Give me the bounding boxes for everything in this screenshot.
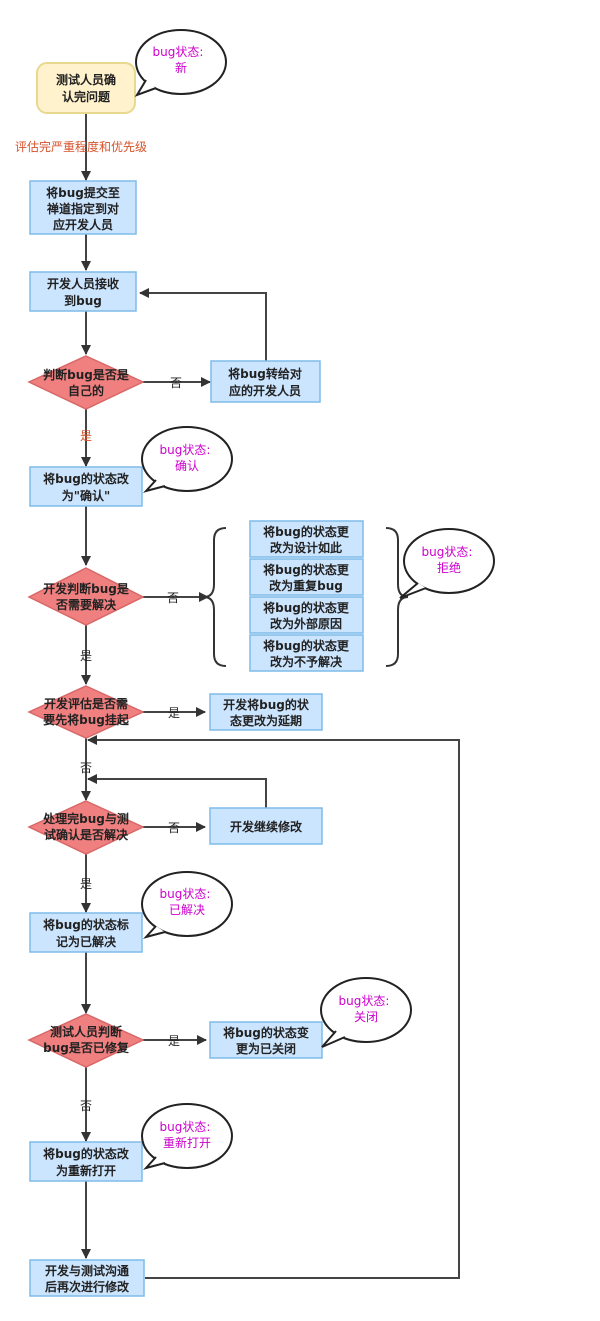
node-receive-line1: 开发人员接收 [47, 276, 119, 291]
callout-rejected-line1: bug状态: [422, 545, 473, 559]
edge-labels: 评估完严重程度和优先级 否 是 否 是 是 否 否 是 是 否 [15, 139, 182, 1113]
decision-fixed-line1: 处理完bug与测 [42, 811, 129, 826]
node-reject1-line1: 将bug的状态更 [263, 524, 350, 539]
decision-need-fix-line2: 否需要解决 [55, 597, 117, 612]
edge-label-yes: 是 [80, 429, 92, 443]
edge-communicate-loop [87, 735, 460, 1279]
decision-test-line2: bug是否已修复 [43, 1040, 130, 1055]
decision-need-fix: 开发判断bug是 否需要解决 [27, 567, 145, 626]
node-reject2-line1: 将bug的状态更 [263, 562, 350, 577]
node-receive-line2: 到bug [64, 293, 102, 308]
node-submit-line2: 禅道指定到对 [46, 201, 119, 216]
callout-reopened: bug状态: 重新打开 [141, 1103, 233, 1170]
node-reject1-line2: 改为设计如此 [270, 540, 342, 555]
node-delay: 开发将bug的状 态更改为延期 [209, 693, 323, 731]
callout-new-line2: 新 [175, 60, 187, 75]
node-confirm-line1: 将bug的状态改 [43, 471, 130, 486]
decision-suspend-line2: 要先将bug挂起 [43, 712, 130, 727]
callout-closed: bug状态: 关闭 [320, 977, 412, 1048]
node-start-line1: 测试人员确 [56, 72, 116, 87]
edge-label-yes: 是 [168, 1034, 180, 1048]
callout-confirmed-line2: 确认 [175, 459, 199, 473]
callout-confirmed-line1: bug状态: [160, 443, 211, 457]
node-reject4-line1: 将bug的状态更 [263, 638, 350, 653]
edge-label-yes: 是 [80, 877, 92, 891]
node-communicate-line2: 后再次进行修改 [45, 1279, 130, 1294]
decision-suspend: 开发评估是否需 要先将bug挂起 [27, 685, 145, 739]
edge-label-no: 否 [80, 761, 92, 775]
node-start-line2: 认完问题 [62, 89, 111, 104]
edge-label-yes: 是 [80, 649, 92, 663]
node-reject2-line2: 改为重复bug [269, 578, 343, 593]
node-transfer-line1: 将bug转给对 [228, 366, 302, 381]
node-reject3-line2: 改为外部原因 [270, 616, 342, 631]
callout-resolved: bug状态: 已解决 [141, 871, 233, 939]
node-submit-line1: 将bug提交至 [46, 185, 120, 200]
node-resolved-line1: 将bug的状态标 [43, 917, 129, 932]
node-start: 测试人员确 认完问题 [36, 62, 136, 114]
node-transfer: 将bug转给对 应的开发人员 [210, 360, 321, 403]
node-communicate: 开发与测试沟通 后再次进行修改 [29, 1259, 145, 1297]
edge-label-no: 否 [170, 376, 182, 390]
callout-rejected: bug状态: 拒绝 [399, 528, 495, 599]
node-confirm-line2: 为"确认" [62, 488, 111, 503]
node-submit-line3: 应开发人员 [53, 217, 113, 232]
edge-continue-fixed [87, 774, 267, 808]
edge-transfer-receive [139, 288, 267, 361]
node-communicate-line1: 开发与测试沟通 [45, 1263, 129, 1278]
decision-judge-own: 判断bug是否是 自己的 [27, 355, 145, 410]
node-reject-wontfix: 将bug的状态更 改为不予解决 [249, 634, 364, 672]
callout-reopened-line2: 重新打开 [163, 1135, 211, 1150]
node-reject-external: 将bug的状态更 改为外部原因 [249, 596, 364, 634]
callout-closed-line2: 关闭 [354, 1010, 378, 1024]
edge-label-no: 否 [80, 1099, 92, 1113]
decision-need-fix-line1: 开发判断bug是 [43, 581, 130, 596]
callout-new-line1: bug状态: [153, 45, 204, 59]
node-reopen: 将bug的状态改 为重新打开 [29, 1141, 143, 1182]
edge-label-no: 否 [167, 591, 179, 605]
decision-suspend-line1: 开发评估是否需 [44, 696, 128, 711]
decision-judge-own-line1: 判断bug是否是 [43, 367, 130, 382]
callout-rejected-line2: 拒绝 [437, 560, 461, 575]
edge-label-no: 否 [168, 821, 180, 835]
decision-test: 测试人员判断 bug是否已修复 [27, 1013, 145, 1068]
node-resolved-line2: 记为已解决 [56, 934, 117, 949]
right-brace [385, 527, 409, 667]
node-reject-designed: 将bug的状态更 改为设计如此 [249, 520, 364, 558]
node-resolved: 将bug的状态标 记为已解决 [29, 912, 143, 953]
node-reject3-line1: 将bug的状态更 [263, 600, 350, 615]
node-closed: 将bug的状态变 更为已关闭 [209, 1021, 323, 1059]
edge-label-yes: 是 [168, 706, 180, 720]
node-delay-line2: 态更改为延期 [230, 713, 302, 728]
node-confirm: 将bug的状态改 为"确认" [29, 466, 143, 507]
node-reopen-line1: 将bug的状态改 [43, 1146, 130, 1161]
callout-new: bug状态: 新 [134, 29, 227, 97]
callout-reopened-line1: bug状态: [160, 1120, 211, 1134]
node-continue-fix: 开发继续修改 [209, 807, 323, 845]
left-brace [203, 527, 227, 667]
decision-test-line1: 测试人员判断 [50, 1024, 122, 1039]
node-reopen-line2: 为重新打开 [56, 1163, 116, 1178]
node-delay-line1: 开发将bug的状 [223, 697, 310, 712]
node-receive: 开发人员接收 到bug [29, 271, 137, 312]
callout-resolved-line1: bug状态: [160, 887, 211, 901]
node-closed-line1: 将bug的状态变 [223, 1025, 309, 1040]
node-closed-line2: 更为已关闭 [236, 1041, 296, 1056]
decision-judge-own-line2: 自己的 [68, 383, 104, 398]
node-transfer-line2: 应的开发人员 [229, 383, 301, 398]
node-continue-fix-line1: 开发继续修改 [230, 819, 303, 834]
node-submit: 将bug提交至 禅道指定到对 应开发人员 [29, 180, 137, 235]
callout-closed-line1: bug状态: [339, 994, 390, 1008]
node-reject4-line2: 改为不予解决 [270, 654, 343, 669]
callout-confirmed: bug状态: 确认 [141, 426, 233, 493]
decision-fixed: 处理完bug与测 试确认是否解决 [27, 800, 145, 855]
callout-resolved-line2: 已解决 [169, 903, 205, 917]
edges [81, 113, 460, 1279]
node-reject-duplicate: 将bug的状态更 改为重复bug [249, 558, 364, 596]
decision-fixed-line2: 试确认是否解决 [44, 827, 129, 842]
edge-label-evaluate: 评估完严重程度和优先级 [15, 139, 147, 154]
